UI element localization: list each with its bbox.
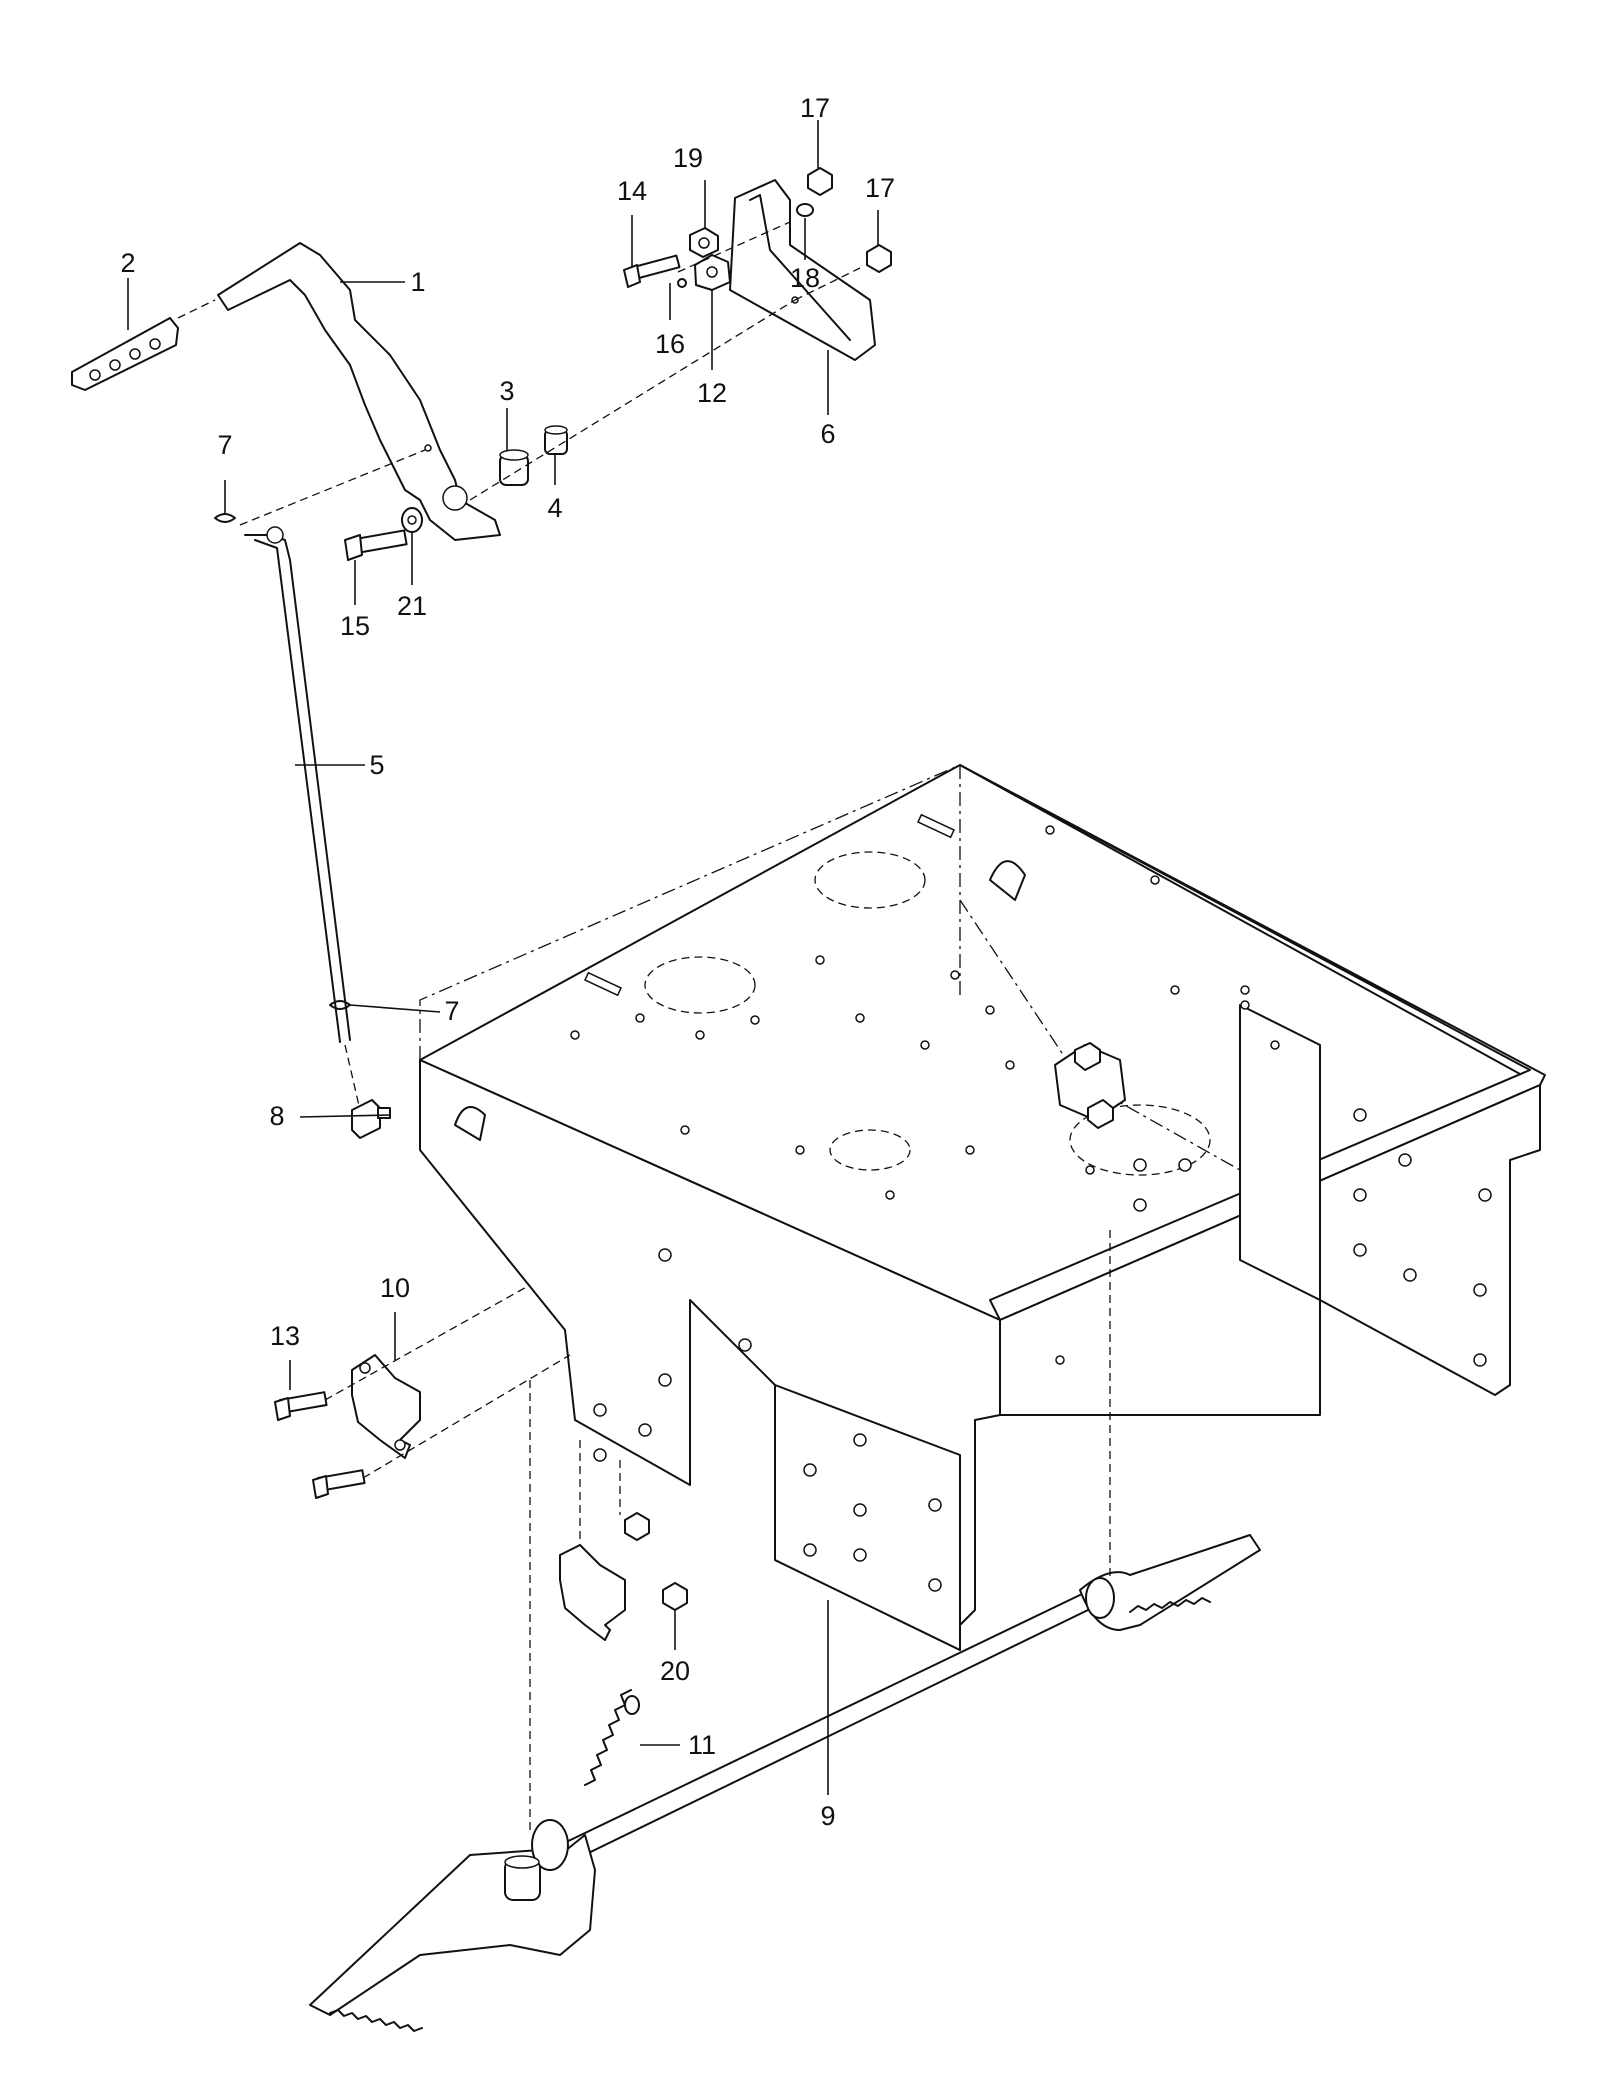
pedal-shaft: [309, 1534, 1261, 2032]
callout-2: 2: [120, 248, 135, 278]
washer-18: [796, 203, 814, 217]
callout-13: 13: [270, 1321, 300, 1351]
callout-5: 5: [369, 750, 384, 780]
mounting-bracket: [729, 179, 876, 361]
callout-9: 9: [820, 1801, 835, 1831]
ferrule-block: [351, 1099, 391, 1139]
bushing-3: [499, 449, 529, 486]
bolt-13-lower: [312, 1469, 366, 1499]
lever-arm: [217, 242, 501, 541]
pedal-bracket-plate: [351, 1354, 421, 1459]
callout-17b: 17: [865, 173, 895, 203]
pivot-coupling: [1054, 1042, 1126, 1129]
callout-16: 16: [655, 329, 685, 359]
callout-17a: 17: [800, 93, 830, 123]
callout-1: 1: [410, 267, 425, 297]
leader-lines: [127, 120, 879, 1795]
nut-20-upper: [624, 1512, 650, 1541]
callout-18: 18: [790, 263, 820, 293]
callout-19: 19: [673, 143, 703, 173]
callout-15: 15: [340, 611, 370, 641]
deck-holes: [570, 825, 1280, 1200]
callout-21: 21: [397, 591, 427, 621]
return-spring: [584, 1689, 640, 1786]
chassis-frame: [419, 764, 1546, 1651]
panel-holes: [593, 1108, 1492, 1592]
nut-19: [689, 227, 719, 258]
callout-6: 6: [820, 419, 835, 449]
callout-3: 3: [499, 376, 514, 406]
callout-10: 10: [380, 1273, 410, 1303]
clip-pin-top: [214, 513, 284, 544]
callout-7a: 7: [217, 430, 232, 460]
callout-14: 14: [617, 176, 647, 206]
nut-17-top: [807, 167, 833, 196]
callout-11: 11: [688, 1730, 716, 1760]
pivot-block-12: [694, 254, 731, 291]
pin-16: [677, 278, 687, 288]
callout-4: 4: [547, 493, 562, 523]
callout-7b: 7: [444, 996, 459, 1026]
bolt-15: [344, 529, 408, 561]
callout-8: 8: [269, 1101, 284, 1131]
callout-20: 20: [660, 1656, 690, 1686]
pedal-bracket-plate-lower: [559, 1544, 626, 1641]
bushing-4: [544, 425, 568, 455]
bolt-13-upper: [274, 1391, 328, 1421]
nut-17-right: [866, 244, 892, 273]
callout-12: 12: [697, 378, 727, 408]
clip-pin-bottom: [329, 1000, 351, 1010]
handle-grip: [71, 317, 179, 391]
callout-labels: 1 2 3 4 5 6 7 7 8 9 10 11 12 13 14 15 16…: [120, 93, 895, 1831]
nut-20-lower: [662, 1582, 688, 1611]
control-rod: [244, 534, 361, 1111]
washer-21: [401, 507, 423, 533]
